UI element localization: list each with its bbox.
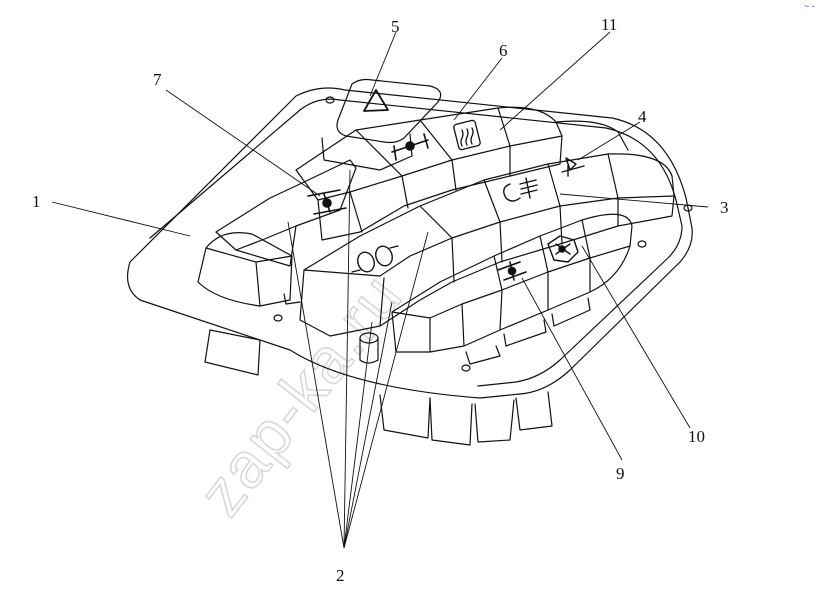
leader-1 [51,201,191,237]
differential-lock-icon [391,133,429,161]
row1-key-front [317,135,563,241]
connector-block [429,397,473,446]
callout-3: 3 [720,198,729,217]
callout-2: 2 [336,566,345,585]
leader-2e [343,301,393,549]
row2-key-top-sep [607,153,619,199]
leader-5 [369,31,397,97]
mounting-hole [273,314,283,322]
connector-block [204,329,261,376]
row2-key-front [299,195,675,337]
leader-9 [521,277,623,461]
leader-3 [559,193,709,208]
leader-2c [343,321,373,549]
leader-2b [343,169,351,549]
leader-2d [343,231,429,549]
center-post [359,337,379,364]
connector-block [379,394,431,439]
callout-7: 7 [153,70,162,89]
callout-labels: 1 2 3 4 5 6 7 9 10 11 [32,15,729,585]
connector-block [515,391,553,431]
all-wheel-drive-icon [547,235,579,263]
cross-axle-lock-icon [307,189,347,215]
callout-1: 1 [32,192,41,211]
left-key-group [215,159,357,251]
fog-light-icon [503,177,538,202]
row3-key-top-sep [493,255,503,291]
right-upper-keys [555,120,629,151]
row3-key-outline [391,213,633,319]
row1-key-sep [401,175,409,209]
row2-key-top-sep [483,179,501,223]
leader-7 [165,89,321,197]
row1-key-sep [451,159,457,191]
left-rocker-key [197,232,293,307]
row3-key-top-sep [581,219,591,259]
leader-2a [287,221,345,549]
mounting-hole [461,364,471,372]
beacon-icon [561,157,585,177]
left-rocker-key-edge [205,247,293,307]
leader-lines [51,31,709,549]
row2-key-top-sep [419,205,453,239]
leader-4 [577,121,641,161]
connector-block [474,399,515,443]
callout-11: 11 [601,15,617,34]
callout-5: 5 [391,17,400,36]
hazard-button [336,78,442,144]
row2-key-sep [451,237,455,283]
row2-key-sep [499,221,503,263]
leader-11 [499,31,611,131]
row1-key-top-sep [419,119,453,161]
row1-key-outline [295,106,563,201]
callout-10: 10 [688,427,705,446]
callout-6: 6 [499,41,508,60]
leader-10 [581,245,691,429]
key-foot [551,297,591,327]
row3-key-front [391,245,631,353]
panel-drawing [127,78,693,446]
hazard-triangle-icon [363,89,389,112]
mounting-hole [325,96,335,104]
glow-plug-icon [351,245,399,273]
callout-9: 9 [616,464,625,483]
base-housing [127,87,693,399]
leader-6 [453,57,503,121]
base-housing-inner [149,98,683,387]
key-foot [283,293,301,305]
mounting-hole [637,240,647,248]
row3-key-top-sep [539,235,549,273]
row1-key-top-sep [355,129,403,177]
row2-key-top-sep [547,163,561,207]
row1-key-sep [349,191,363,233]
rear-window-heater-icon [453,119,481,151]
key-foot [503,319,547,347]
callout-4: 4 [638,107,647,126]
row2-key-sep [559,205,563,245]
left-key-front [235,225,297,267]
corner-mark: ~ - [804,1,815,11]
front-axle-drive-icon [497,261,527,281]
key-foot [465,345,501,365]
